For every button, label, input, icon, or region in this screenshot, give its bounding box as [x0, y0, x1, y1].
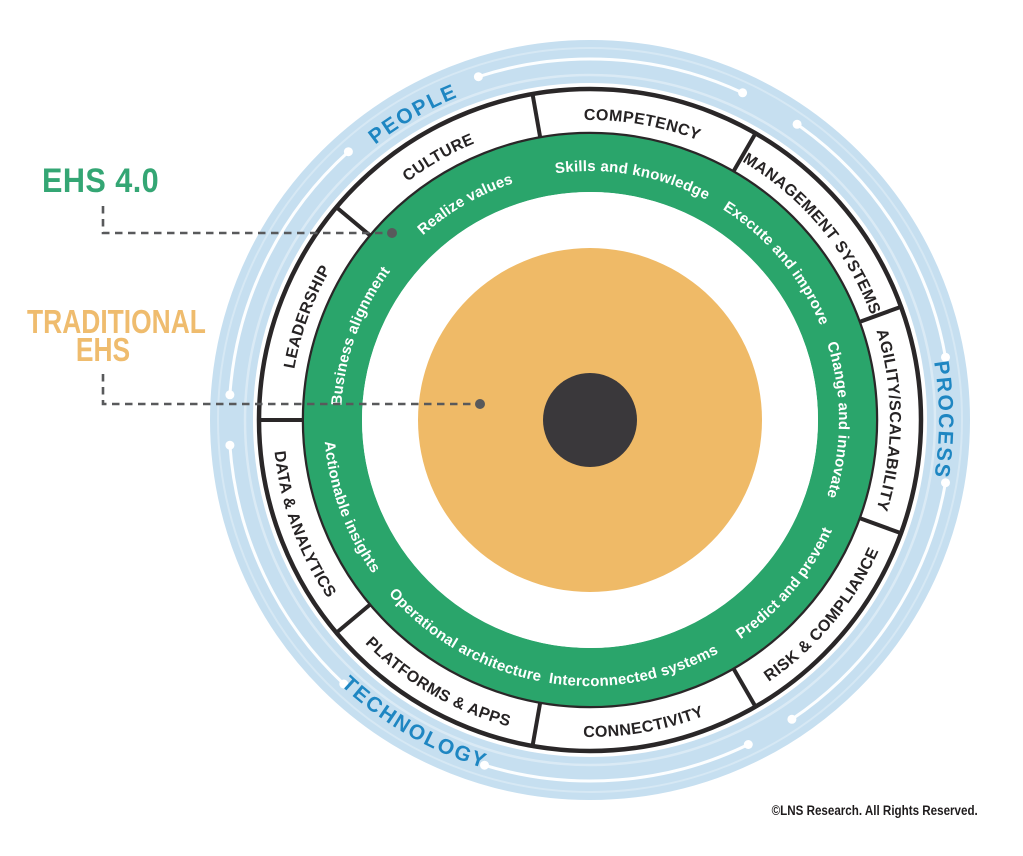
- segment-divider: [730, 130, 759, 176]
- decor-arc-dot: [743, 740, 753, 749]
- decor-arc-dot: [787, 714, 797, 724]
- traditional-callout-line2: EHS: [75, 331, 131, 368]
- copyright-text: ©LNS Research. All Rights Reserved.: [771, 803, 978, 818]
- traditional-callout-line1: TRADITIONAL: [27, 303, 206, 340]
- segment-divider: [856, 515, 904, 536]
- decor-arc-dot: [225, 390, 235, 400]
- decor-arc-dot: [225, 440, 235, 450]
- decor-arc-dot: [480, 760, 489, 770]
- ehs4-ring: [304, 134, 876, 706]
- segment-divider: [856, 304, 904, 325]
- decor-arc-dot: [339, 679, 349, 689]
- decor-arc: [476, 57, 745, 95]
- decor-arc-dot: [473, 72, 483, 82]
- decor-arc-dot: [792, 119, 802, 129]
- ehs4-callout-label: EHS 4.0: [42, 162, 160, 200]
- center-dot: [543, 373, 637, 467]
- segment-divider: [530, 91, 543, 141]
- decor-arc: [483, 743, 750, 783]
- segment-divider: [333, 601, 374, 636]
- decor-arc-dot: [738, 88, 748, 98]
- traditional-ehs-callout-label: TRADITIONAL EHS: [27, 303, 206, 368]
- decor-arc-dot: [343, 147, 353, 157]
- traditional-connector-dot: [475, 399, 485, 409]
- segment-divider: [530, 699, 543, 749]
- decor-arc: [790, 481, 947, 721]
- traditional-connector-line: [101, 374, 477, 406]
- ehs4-connector-line: [101, 206, 389, 235]
- segment-divider: [730, 664, 759, 710]
- decor-arc: [228, 443, 346, 686]
- ehs4-connector-dot: [387, 228, 397, 238]
- decor-arc: [228, 150, 350, 397]
- decor-faint-arc-outer: [217, 47, 963, 793]
- decor-arc-dot: [941, 478, 950, 488]
- outer-dimension-ring: [210, 40, 970, 800]
- decor-arc: [795, 122, 947, 359]
- decor-faint-arc-inner: [243, 73, 937, 767]
- decor-arc-dot: [941, 352, 950, 362]
- inner-white-ring: [362, 192, 818, 648]
